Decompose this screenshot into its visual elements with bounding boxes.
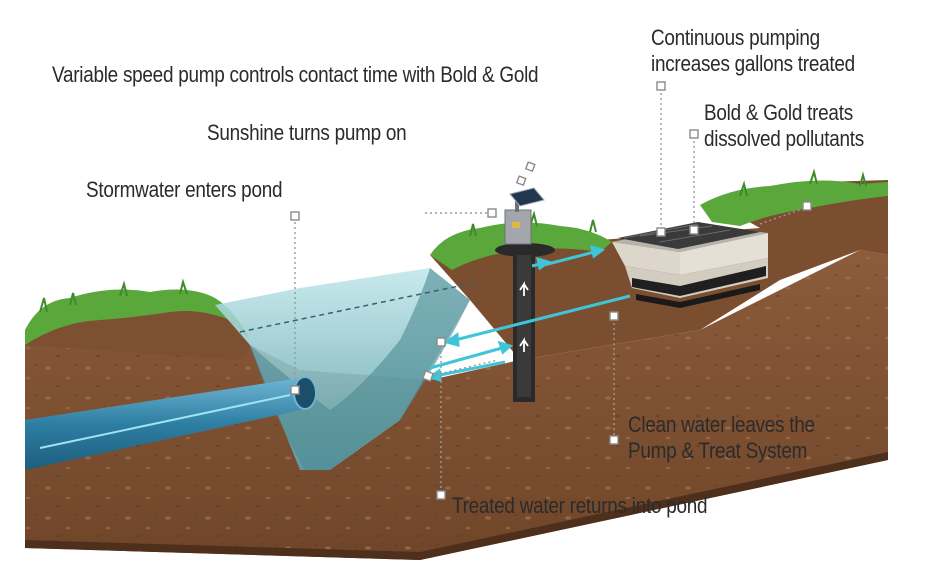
leader-markers <box>290 81 812 500</box>
bold-gold-label: Bold & Gold treats dissolved pollutants <box>704 100 864 152</box>
continuous-pumping-line-1: Continuous pumping <box>651 25 820 50</box>
clean-water-label: Clean water leaves the Pump & Treat Syst… <box>628 412 815 464</box>
solar-panel <box>504 187 545 245</box>
treated-water-label: Treated water returns into pond <box>452 493 708 519</box>
sunshine-label: Sunshine turns pump on <box>207 120 407 146</box>
leader-lines <box>294 88 806 495</box>
clean-water-line-2: Pump & Treat System <box>628 438 808 463</box>
inlet-pipe <box>25 376 317 470</box>
variable-speed-pump-label: Variable speed pump controls contact tim… <box>52 62 539 88</box>
flow-arrows <box>426 244 631 383</box>
bold-gold-line-2: dissolved pollutants <box>704 126 864 151</box>
treatment-vault <box>612 222 768 308</box>
treated-water-text: Treated water returns into pond <box>452 493 708 518</box>
pond-water <box>215 268 479 470</box>
stormwater-label: Stormwater enters pond <box>86 177 282 203</box>
bold-gold-line-1: Bold & Gold treats <box>704 100 853 125</box>
continuous-pumping-label: Continuous pumping increases gallons tre… <box>651 25 855 77</box>
stormwater-text: Stormwater enters pond <box>86 177 283 202</box>
clean-water-line-1: Clean water leaves the <box>628 412 815 437</box>
sunshine-text: Sunshine turns pump on <box>207 120 407 145</box>
variable-speed-pump-text: Variable speed pump controls contact tim… <box>52 62 539 87</box>
pump-well <box>495 243 555 402</box>
continuous-pumping-line-2: increases gallons treated <box>651 51 855 76</box>
